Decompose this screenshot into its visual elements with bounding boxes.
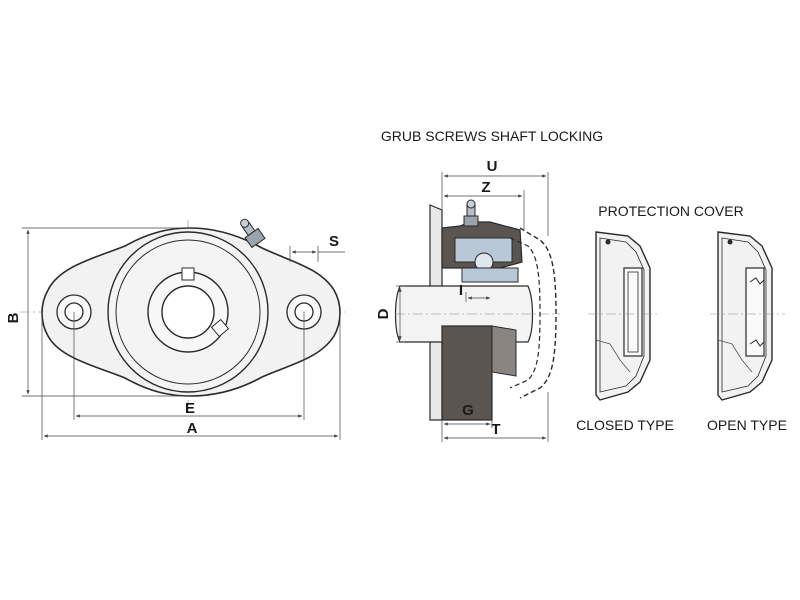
closed-cover-seal	[623, 267, 643, 357]
grease-fitting-icon	[240, 218, 266, 249]
dim-label-i: I	[459, 282, 463, 299]
section-view-title: GRUB SCREWS SHAFT LOCKING	[381, 128, 603, 144]
open-cover-inner-wall	[721, 237, 767, 393]
bearing-ring-lower	[491, 325, 517, 377]
dim-label-e: E	[185, 400, 195, 417]
dim-label-a: A	[187, 420, 198, 437]
protection-cover-title: PROTECTION COVER	[598, 203, 743, 219]
section-grease-fitting-head	[466, 199, 476, 209]
cover-dashed-outline	[519, 227, 557, 399]
dim-label-z: Z	[481, 179, 490, 196]
inner-ring-collar	[461, 267, 519, 283]
dim-label-g: G	[462, 402, 474, 419]
section-grease-fitting-base	[463, 215, 479, 227]
dim-label-t: T	[491, 421, 500, 438]
dim-label-s: S	[329, 233, 339, 250]
open-type-label: OPEN TYPE	[707, 417, 787, 433]
dim-label-u: U	[487, 158, 498, 175]
closed-type-label: CLOSED TYPE	[576, 417, 674, 433]
grub-screw-notch-side	[210, 318, 230, 338]
open-cover-seal	[745, 267, 765, 357]
section-view: U Z D I G T	[375, 158, 560, 442]
open-cover-rivet	[727, 239, 733, 245]
bearing-ring-upper	[454, 237, 513, 263]
closed-cover-inner-wall	[599, 237, 645, 393]
cover-dashed-inner	[509, 237, 541, 389]
closed-cover-rivet	[605, 239, 611, 245]
open-cover-seal-lip-top	[749, 277, 765, 285]
shaft-bore	[161, 285, 215, 339]
front-view: B E A S	[5, 218, 345, 440]
dim-label-b: B	[5, 312, 22, 323]
open-cover-seal-lip-bottom	[749, 339, 765, 347]
open-type-cover: OPEN TYPE	[707, 231, 787, 433]
dim-label-d: D	[375, 308, 392, 319]
grub-screw-notch-top	[181, 267, 195, 281]
closed-type-cover: CLOSED TYPE	[576, 231, 674, 433]
hub-inner-ring	[115, 239, 261, 385]
